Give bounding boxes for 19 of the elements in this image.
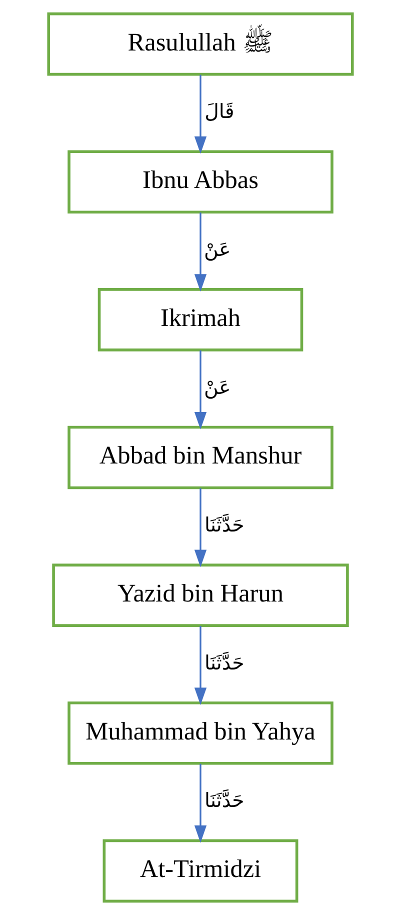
edge-label: حَدَّثَنَا	[204, 789, 244, 812]
edge-label: عَنْ	[204, 376, 231, 399]
node-box: Ibnu Abbas	[68, 150, 334, 214]
node-box: Rasulullah ﷺ	[47, 12, 354, 76]
node-box: Ikrimah	[98, 288, 304, 352]
edge-label: قَالَ	[204, 100, 234, 124]
arrow	[194, 764, 207, 843]
edge-label: حَدَّثَنَا	[204, 514, 244, 537]
node-box: Muhammad bin Yahya	[68, 701, 334, 765]
arrow	[194, 626, 207, 706]
arrow	[194, 488, 207, 568]
edge-label: عَنْ	[204, 238, 231, 261]
arrow	[194, 212, 207, 292]
node-box: Yazid bin Harun	[52, 564, 349, 627]
edge-label: حَدَّثَنَا	[204, 651, 244, 674]
arrow	[194, 350, 207, 430]
node-box: At-Tirmidzi	[102, 839, 298, 903]
arrow	[194, 74, 207, 154]
node-box: Abbad bin Manshur	[68, 426, 334, 490]
